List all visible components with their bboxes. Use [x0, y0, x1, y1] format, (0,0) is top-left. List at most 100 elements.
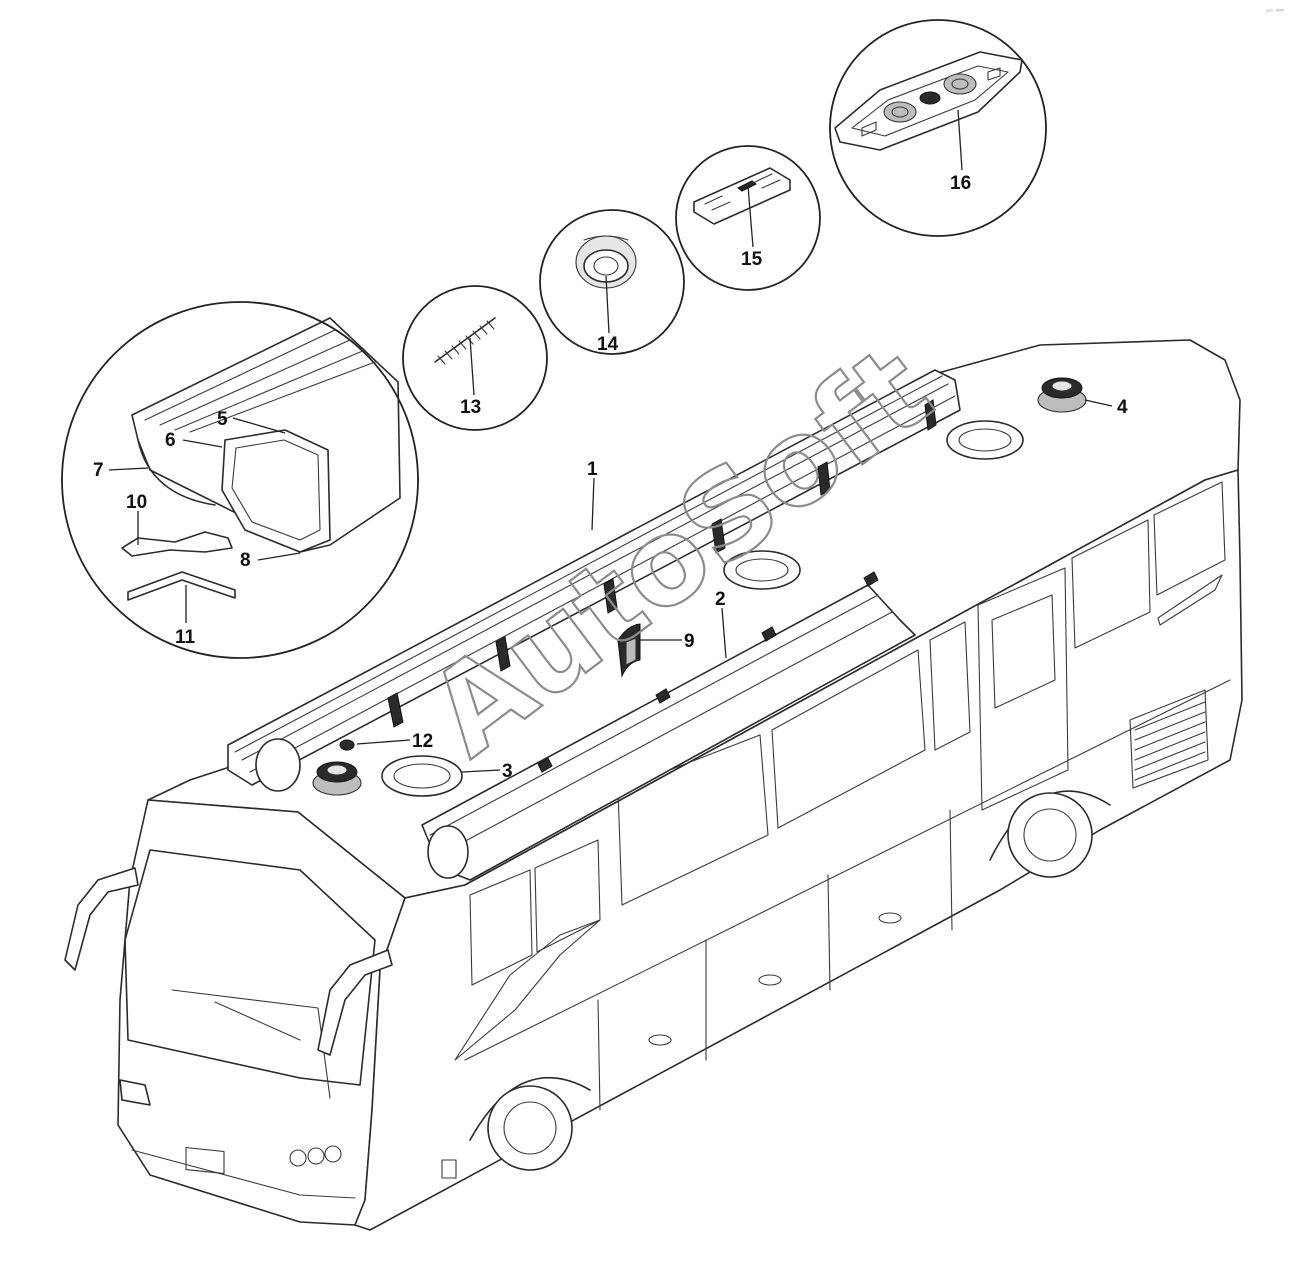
- wiper-arm: [214, 1001, 301, 1041]
- roof-hatch-middle: [723, 550, 801, 590]
- detail-vent-panel: [829, 19, 1047, 237]
- roof-hatch-middle-inner: [735, 558, 789, 582]
- side-window-4: [771, 649, 926, 829]
- callout-8: 8: [240, 550, 251, 571]
- luggage-handle-2: [758, 974, 782, 986]
- leader-4: [1084, 399, 1113, 407]
- front-wheel: [487, 1085, 573, 1171]
- leader-3: [461, 769, 501, 773]
- detail-duct-section: [61, 301, 419, 659]
- windshield: [124, 849, 376, 1086]
- side-window-7: [1153, 481, 1226, 596]
- callout-12: 12: [412, 731, 433, 752]
- rear-wheel: [1007, 792, 1093, 878]
- right-mirror: [317, 949, 393, 1056]
- headlight-2: [307, 1147, 325, 1165]
- luggage-handle-3: [878, 912, 902, 924]
- leader-14: [605, 275, 610, 334]
- roof-vent-rear-cap: [1051, 380, 1073, 392]
- duct-seal-inner: [231, 439, 321, 541]
- duct-bracket-2: [655, 688, 671, 704]
- detail-circle-spring: [402, 285, 548, 431]
- spring-body: [434, 317, 496, 363]
- duct-clamp-5: [817, 461, 831, 496]
- left-headlight: [119, 1079, 151, 1106]
- side-stripe-rear: [1157, 574, 1223, 626]
- door: [977, 567, 1069, 811]
- rear-hub: [1023, 808, 1077, 862]
- callout-6: 6: [165, 430, 176, 451]
- duct-clamp-4: [711, 518, 726, 554]
- wiper: [171, 989, 331, 1099]
- side-window-6: [1071, 519, 1151, 649]
- roof-hatch-front: [381, 755, 463, 797]
- duct-clamp-3: [603, 578, 618, 614]
- duct-left-end: [255, 738, 301, 792]
- leader-15: [747, 185, 754, 248]
- lamp-bulb: [593, 256, 619, 276]
- roof-hatch-rear-inner: [958, 428, 1012, 452]
- leader-2: [721, 607, 727, 659]
- detail-spring: [402, 285, 548, 431]
- clip-part: [121, 531, 233, 557]
- license-plate: [185, 1146, 225, 1175]
- vent-reading-lights: [861, 67, 1001, 137]
- front-bumper: [131, 1149, 356, 1199]
- switch-plate: [693, 167, 791, 225]
- roof-hatch-rear: [946, 420, 1024, 460]
- callout-15: 15: [741, 249, 763, 270]
- vent-panel-inner: [851, 65, 1009, 137]
- callout-9: 9: [684, 631, 695, 652]
- side-window-1: [469, 869, 533, 986]
- bus-side: [354, 469, 1243, 1231]
- leader-12: [356, 739, 411, 745]
- duct-right-ribs: [429, 594, 893, 853]
- detail-lamp: [539, 209, 685, 355]
- left-mirror: [64, 867, 139, 971]
- vent-nozzle-2-core: [951, 78, 969, 90]
- front-marker: [441, 1159, 457, 1179]
- leader-5: [232, 417, 286, 434]
- leader-1: [591, 477, 595, 531]
- roof-fitting: [339, 739, 355, 751]
- duct-left-ribs: [234, 375, 956, 773]
- leader-13: [469, 337, 475, 396]
- roof-vent-front-cap: [326, 764, 348, 776]
- duct-bracket-1: [537, 757, 553, 773]
- vent-nozzle-1: [883, 101, 917, 123]
- callout-5: 5: [217, 409, 228, 430]
- duct-bracket-3: [761, 626, 777, 642]
- vent-center: [919, 91, 941, 105]
- duct-grille-slots: [625, 637, 637, 666]
- corner-mark: ᵃˢᵗ ᵂᴹ: [1266, 8, 1284, 16]
- callout-7: 7: [93, 460, 104, 481]
- callout-10: 10: [126, 492, 147, 513]
- luggage-handle-1: [648, 1034, 672, 1046]
- duct-right-end: [427, 825, 469, 879]
- front-hub: [503, 1101, 557, 1155]
- duct-bottom-flange: [137, 439, 216, 506]
- door-window: [991, 594, 1056, 709]
- callout-1: 1: [587, 459, 598, 480]
- headlight-1: [289, 1149, 307, 1167]
- leader-7: [108, 467, 149, 471]
- side-belt-line: [464, 679, 1231, 1061]
- callout-4: 4: [1117, 397, 1128, 418]
- callout-13: 13: [460, 397, 481, 418]
- side-window-5: [929, 621, 971, 751]
- callout-16: 16: [950, 173, 971, 194]
- leader-lines: [108, 109, 1113, 773]
- duct-bracket-4: [863, 571, 879, 587]
- duct-clamp-6: [924, 399, 937, 431]
- duct-clamp-2: [495, 636, 511, 672]
- leader-16: [957, 109, 963, 171]
- callout-11: 11: [175, 627, 196, 648]
- callout-2: 2: [715, 589, 726, 610]
- luggage-door-dividers: [597, 809, 953, 1111]
- roof-parts: [227, 369, 1087, 881]
- engine-grille: [1129, 689, 1209, 789]
- roof-duct-left: [227, 369, 961, 786]
- callout-3: 3: [502, 761, 513, 782]
- leader-6: [182, 439, 223, 448]
